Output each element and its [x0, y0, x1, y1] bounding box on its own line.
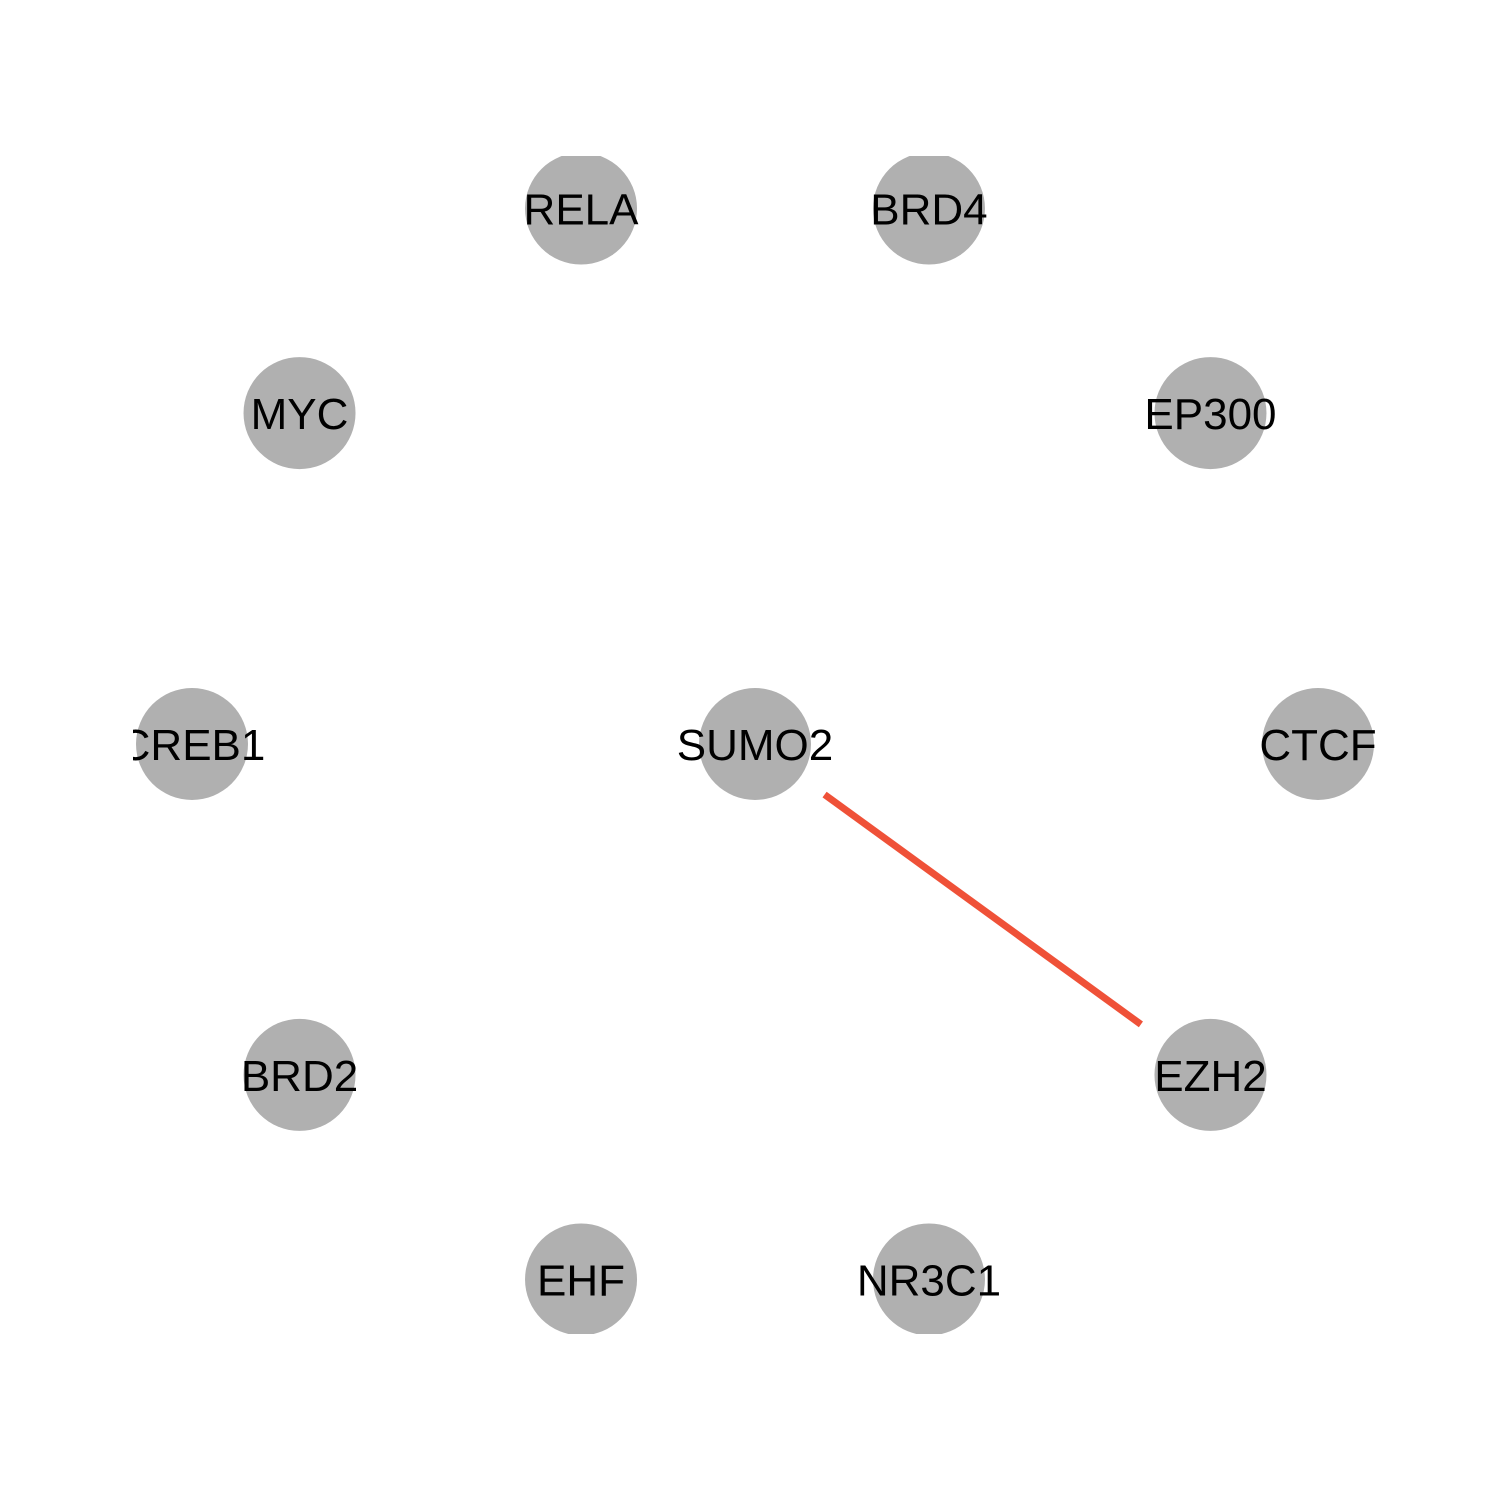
node-brd4: BRD4 [870, 156, 988, 265]
node-ehf: EHF [525, 1223, 638, 1334]
node-label-ezh2: EZH2 [1154, 1052, 1266, 1101]
node-circle-brd4 [872, 156, 985, 265]
node-rela: RELA [524, 156, 640, 265]
node-circle-ehf [525, 1223, 638, 1334]
node-creb1: CREB1 [119, 688, 266, 800]
node-circle-creb1 [136, 688, 248, 800]
node-label-ctcf: CTCF [1259, 721, 1376, 770]
node-circle-brd2 [243, 1018, 356, 1131]
node-sumo2: SUMO2 [677, 688, 833, 800]
node-label-ep300: EP300 [1144, 390, 1276, 439]
node-myc: MYC [243, 357, 356, 470]
node-circle-nr3c1 [872, 1223, 985, 1334]
node-circle-ctcf [1262, 688, 1374, 800]
node-label-rela: RELA [524, 186, 640, 235]
node-label-creb1: CREB1 [119, 721, 266, 770]
edges-layer [822, 791, 1143, 1028]
node-ctcf: CTCF [1259, 688, 1377, 800]
node-circle-ep300 [1154, 357, 1267, 470]
node-label-nr3c1: NR3C1 [857, 1256, 1001, 1305]
node-circle-sumo2 [699, 688, 811, 800]
node-label-brd4: BRD4 [870, 186, 987, 235]
node-label-myc: MYC [251, 390, 349, 439]
node-circle-myc [243, 357, 356, 470]
node-brd2: BRD2 [241, 1018, 358, 1131]
node-label-ehf: EHF [537, 1256, 625, 1305]
node-nr3c1: NR3C1 [857, 1223, 1001, 1334]
node-ep300: EP300 [1144, 357, 1277, 470]
node-label-brd2: BRD2 [241, 1052, 358, 1101]
node-ezh2: EZH2 [1154, 1018, 1267, 1131]
edge-sumo2-ezh2 [822, 791, 1143, 1028]
node-circle-ezh2 [1154, 1018, 1267, 1131]
node-circle-rela [525, 156, 638, 265]
node-label-sumo2: SUMO2 [677, 721, 833, 770]
